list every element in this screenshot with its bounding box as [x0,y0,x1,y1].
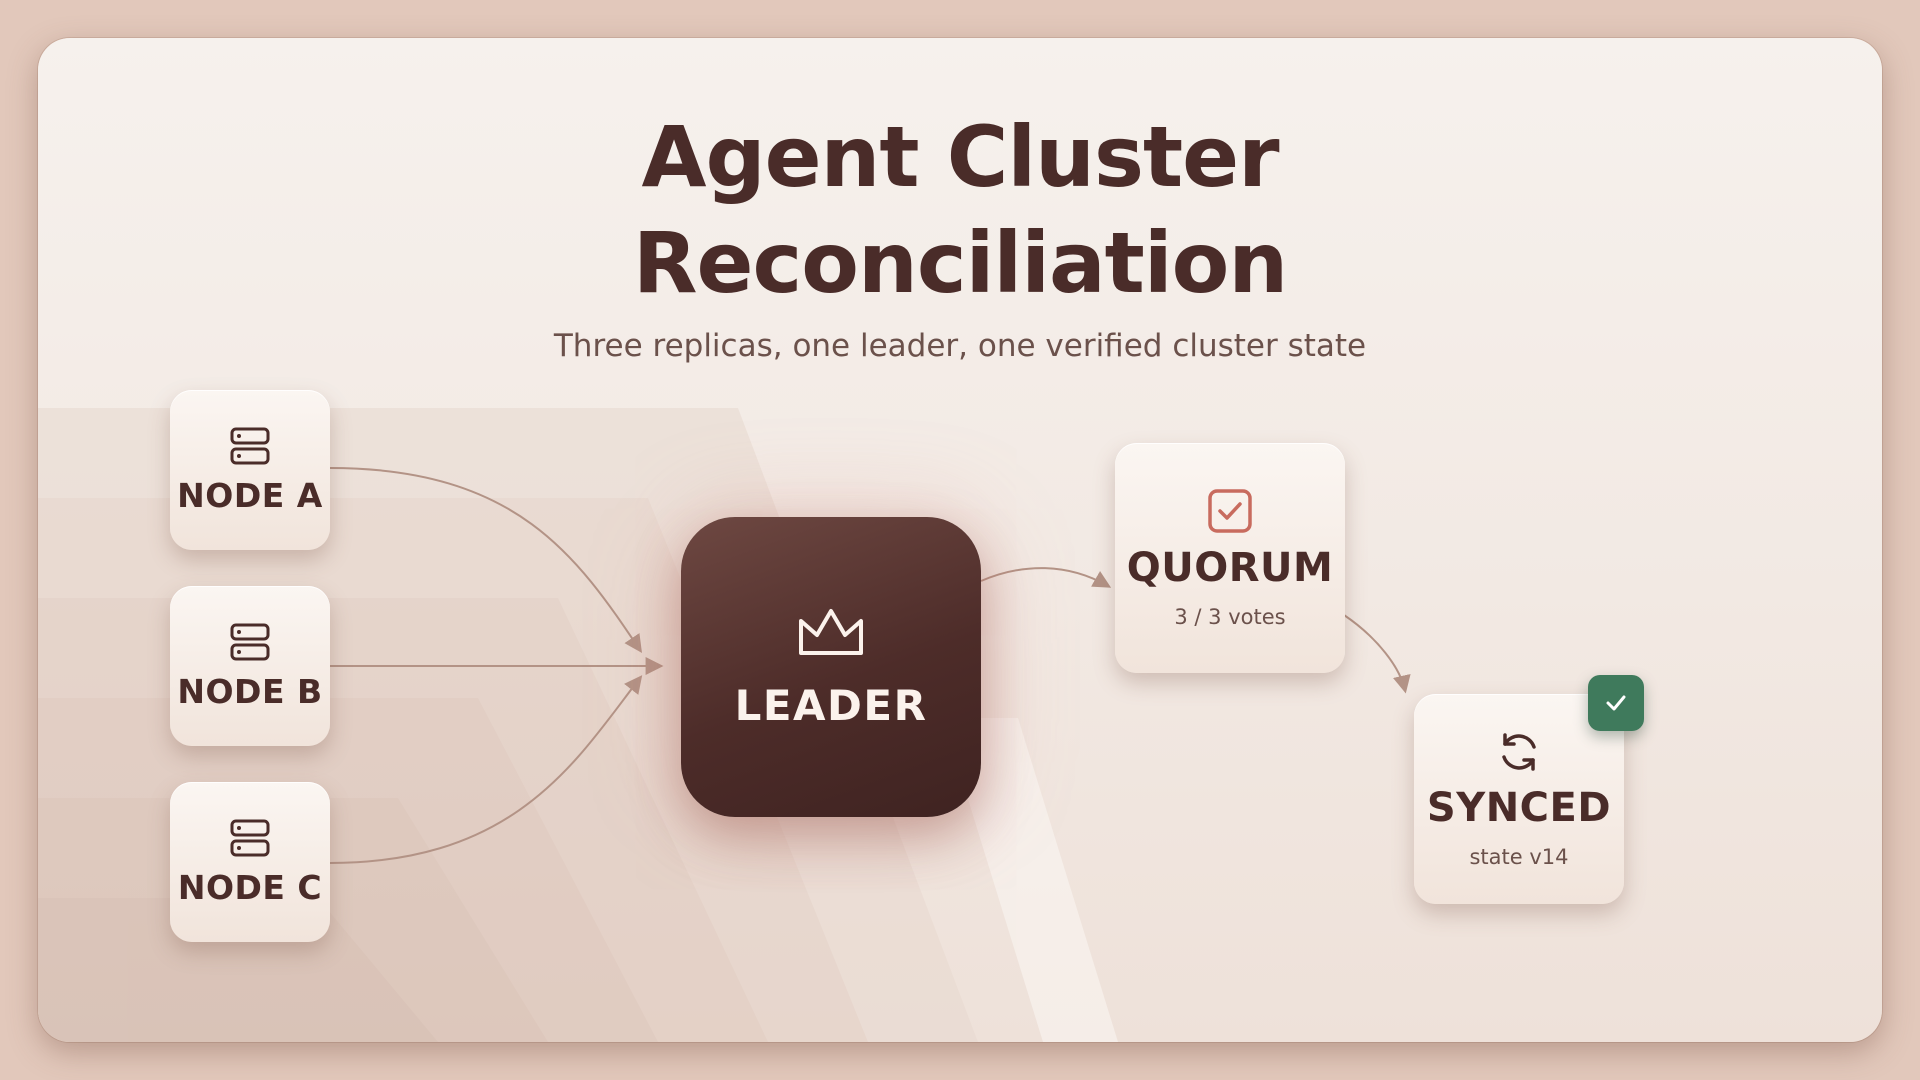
connector-node-c-leader [329,675,643,864]
synced-card[interactable]: SYNCED state v14 [1414,694,1624,904]
checkbox-icon [1208,489,1252,533]
quorum-label: QUORUM [1126,545,1334,591]
synced-label: SYNCED [1426,785,1612,831]
node-a-card[interactable]: NODE A [170,390,330,550]
server-icon [230,427,270,464]
synced-check-badge [1588,675,1644,731]
connector-quorum-synced [1343,614,1411,694]
title-line-1: Agent Cluster [641,108,1279,206]
synced-state: state v14 [1469,845,1569,869]
server-icon [230,623,270,660]
page-subtitle: Three replicas, one leader, one verified… [553,328,1367,364]
refresh-icon [1502,733,1536,771]
connector-leader-quorum [980,567,1112,588]
node-c-card[interactable]: NODE C [170,782,330,942]
crown-icon [799,608,863,655]
page-title: Agent Cluster Reconciliation [38,104,1882,316]
quorum-votes: 3 / 3 votes [1174,605,1286,629]
leader-card[interactable]: LEADER [681,517,981,817]
leader-label: LEADER [734,680,928,730]
node-b-card[interactable]: NODE B [170,586,330,746]
node-b-label: NODE B [177,671,323,711]
title-line-2: Reconciliation [632,214,1288,312]
node-c-label: NODE C [177,867,323,907]
server-icon [230,819,270,856]
node-a-label: NODE A [177,475,323,515]
quorum-card[interactable]: QUORUM 3 / 3 votes [1115,443,1345,673]
diagram-canvas: Agent Cluster Reconciliation Three repli… [38,38,1882,1042]
connector-node-a-leader [329,467,643,653]
check-icon [1606,695,1626,711]
